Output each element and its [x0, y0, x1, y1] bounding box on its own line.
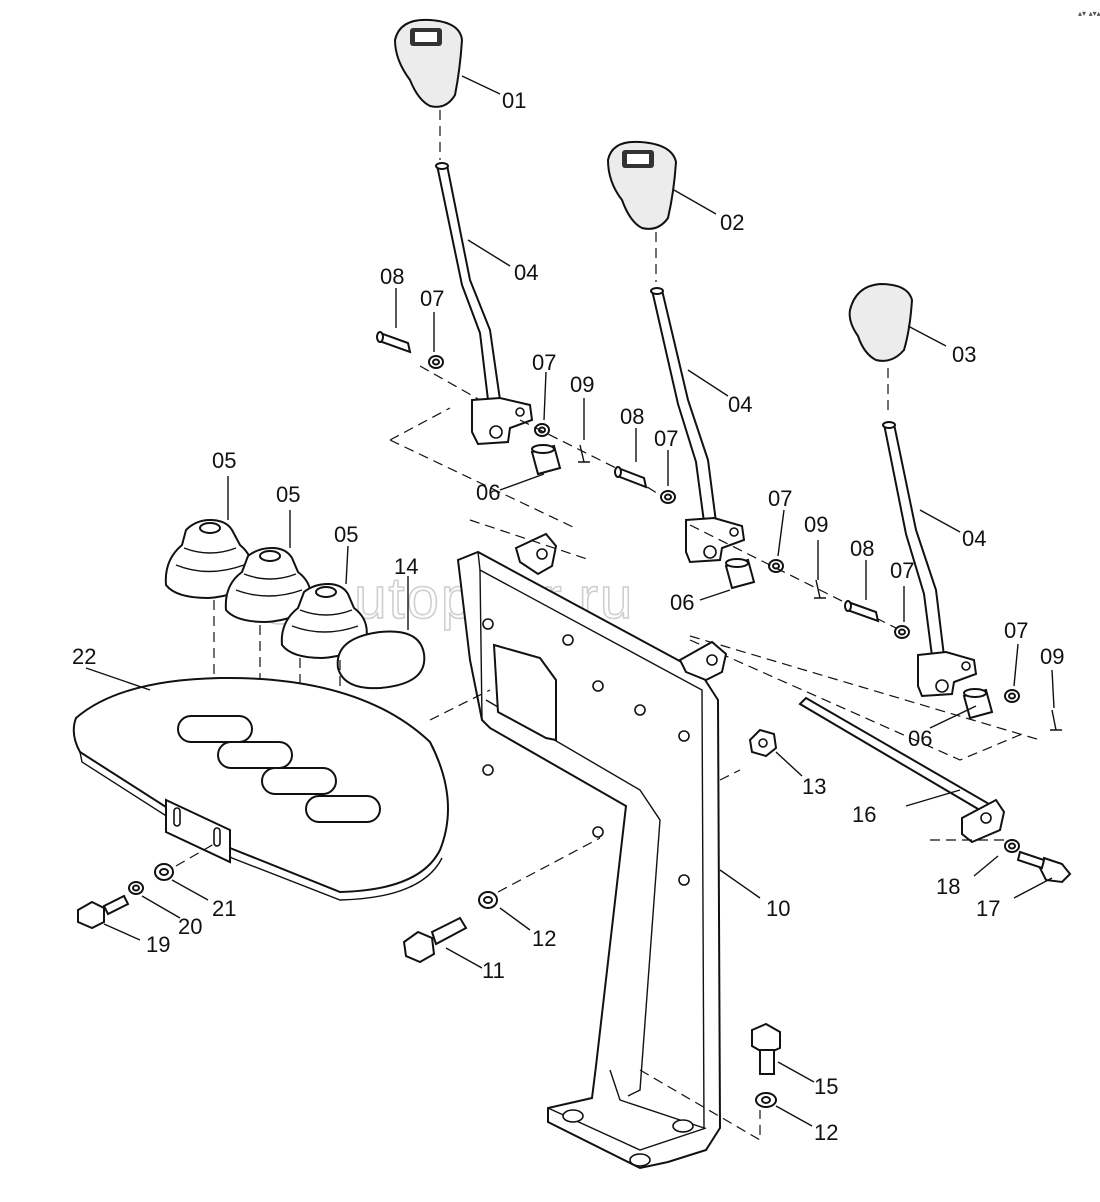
lever-assembly-2 [606, 140, 901, 631]
bracket-10 [456, 550, 722, 1170]
callout-20: 20 [178, 914, 202, 939]
callout-18: 18 [936, 874, 960, 899]
callout-08: 08 [620, 404, 644, 429]
shaft-assembly [719, 696, 1072, 884]
callout-09: 09 [570, 372, 594, 397]
callout-07: 07 [768, 486, 792, 511]
callout-19: 19 [146, 932, 170, 957]
shaft-16 [798, 696, 998, 818]
callout-07: 07 [1004, 618, 1028, 643]
callout-14: 14 [394, 554, 418, 579]
bolt-11 [402, 930, 436, 964]
callout-04: 04 [962, 526, 986, 551]
callout-09: 09 [804, 512, 828, 537]
pin-08-b [616, 466, 648, 489]
callout-08: 08 [380, 264, 404, 289]
cover-plate-14 [336, 630, 426, 690]
bolt-15 [751, 1022, 781, 1056]
callout-09: 09 [1040, 644, 1064, 669]
lever-rod-04-b [650, 289, 718, 523]
callout-01: 01 [502, 88, 526, 113]
lever-assembly-3 [689, 282, 1062, 761]
callout-07: 07 [654, 426, 678, 451]
cotter-pin-09-c [1050, 709, 1062, 731]
callout-04: 04 [514, 260, 538, 285]
main-bracket-10 [429, 519, 1041, 1170]
leader-lines [85, 75, 1055, 1127]
cotter-pin-09-a [578, 444, 590, 463]
callout-16: 16 [852, 802, 876, 827]
boot-05-a [164, 518, 254, 600]
callout-17: 17 [976, 896, 1000, 921]
rubber-boots [164, 518, 426, 800]
callout-04: 04 [728, 392, 752, 417]
callout-02: 02 [720, 210, 744, 235]
callout-07: 07 [532, 350, 556, 375]
boot-05-c [280, 582, 368, 660]
callout-06: 06 [908, 726, 932, 751]
callout-11: 11 [482, 958, 505, 983]
pin-08-a [378, 331, 412, 354]
cotter-pin-09-b [814, 579, 826, 599]
pin-08-c [846, 600, 880, 623]
callout-13: 13 [802, 774, 826, 799]
callout-05: 05 [212, 448, 236, 473]
callout-10: 10 [766, 896, 790, 921]
lever-assembly-1 [376, 18, 661, 529]
callout-03: 03 [952, 342, 976, 367]
callout-05: 05 [334, 522, 358, 547]
lever-bracket-3 [917, 650, 978, 698]
callout-08: 08 [850, 536, 874, 561]
callout-21: 21 [212, 896, 236, 921]
callout-05: 05 [276, 482, 300, 507]
knob-03 [848, 282, 914, 362]
callout-22: 22 [72, 644, 96, 669]
lever-rod-04-a [435, 164, 502, 401]
panel-plate-22 [72, 676, 449, 901]
boot-05-b [224, 546, 312, 624]
lever-bracket-2 [685, 516, 746, 564]
callout-06: 06 [670, 590, 694, 615]
callout-06: 06 [476, 480, 500, 505]
callout-07: 07 [420, 286, 444, 311]
fasteners [77, 837, 781, 1108]
callout-12: 12 [814, 1120, 838, 1145]
callout-labels: 01 02 03 04 04 04 05 05 05 06 06 06 07 0… [72, 88, 1064, 1145]
corner-mark: ▴▾ ▴▾▴ [1078, 9, 1100, 18]
plate-22 [72, 676, 449, 894]
callout-07: 07 [890, 558, 914, 583]
callout-12: 12 [532, 926, 556, 951]
callout-15: 15 [814, 1074, 838, 1099]
lever-rod-04-c [882, 423, 946, 657]
bolt-19 [77, 900, 105, 930]
